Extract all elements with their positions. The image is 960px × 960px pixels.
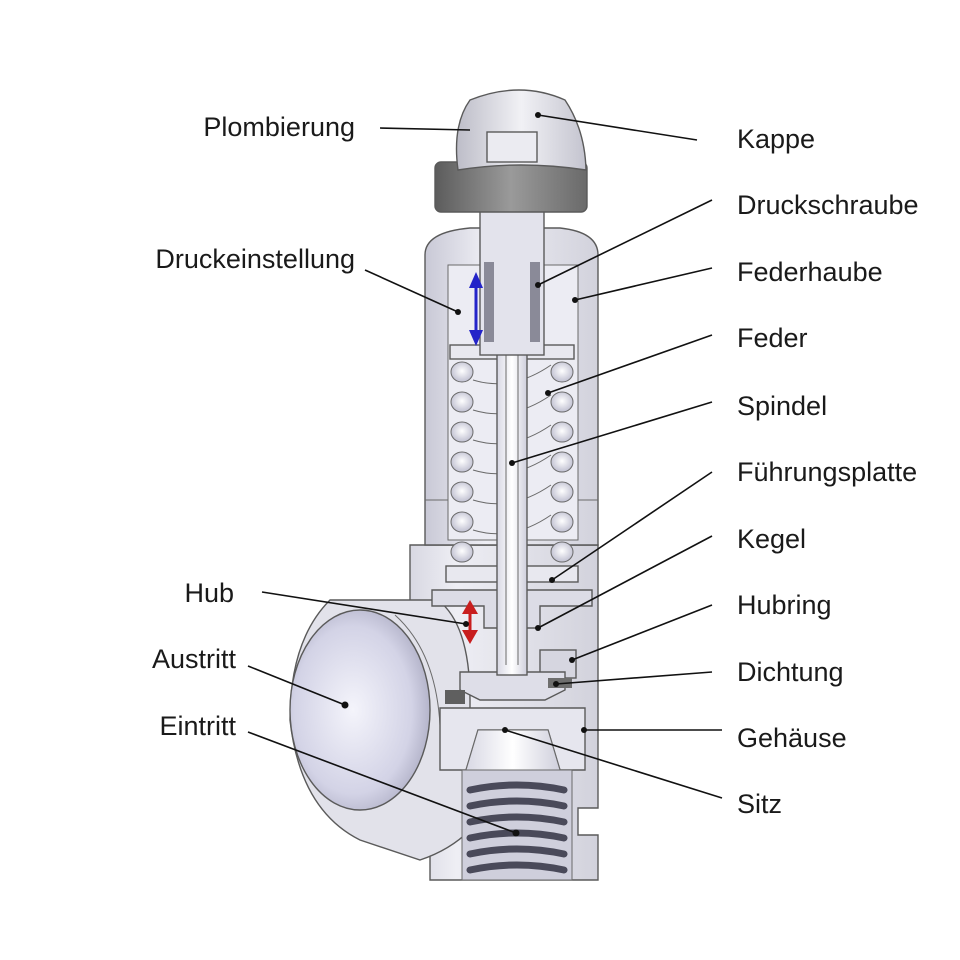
spring-coils	[450, 361, 574, 563]
leader-lines	[247, 112, 723, 837]
seat-bore	[465, 729, 561, 771]
labels-left: Plombierung Druckeinstellung Hub Austrit…	[152, 112, 355, 741]
pressure-setting-arrow	[469, 272, 483, 346]
valve-illustration	[289, 89, 599, 881]
label-fuehrungsplatte: Führungsplatte	[737, 457, 917, 487]
seal-ring-left	[445, 690, 465, 704]
label-feder: Feder	[737, 323, 808, 353]
label-hubring: Hubring	[737, 590, 832, 620]
label-dichtung: Dichtung	[737, 657, 844, 687]
label-druckeinstellung: Druckeinstellung	[155, 244, 355, 274]
label-sitz: Sitz	[737, 789, 782, 819]
labels-right: Kappe Druckschraube Federhaube Feder Spi…	[737, 124, 919, 819]
label-eintritt: Eintritt	[159, 711, 236, 741]
label-spindel: Spindel	[737, 391, 827, 421]
outlet-opening	[289, 609, 431, 811]
label-kegel: Kegel	[737, 524, 806, 554]
label-plombierung: Plombierung	[203, 112, 355, 142]
pressure-screw-thread	[484, 262, 540, 342]
inlet-thread	[461, 769, 573, 881]
label-hub: Hub	[184, 578, 234, 608]
cap-top-nut	[486, 131, 538, 163]
label-austritt: Austritt	[152, 644, 237, 674]
lift-arrow	[462, 600, 478, 644]
label-kappe: Kappe	[737, 124, 815, 154]
label-druckschraube: Druckschraube	[737, 190, 919, 220]
label-gehaeuse: Gehäuse	[737, 723, 847, 753]
label-federhaube: Federhaube	[737, 257, 883, 287]
